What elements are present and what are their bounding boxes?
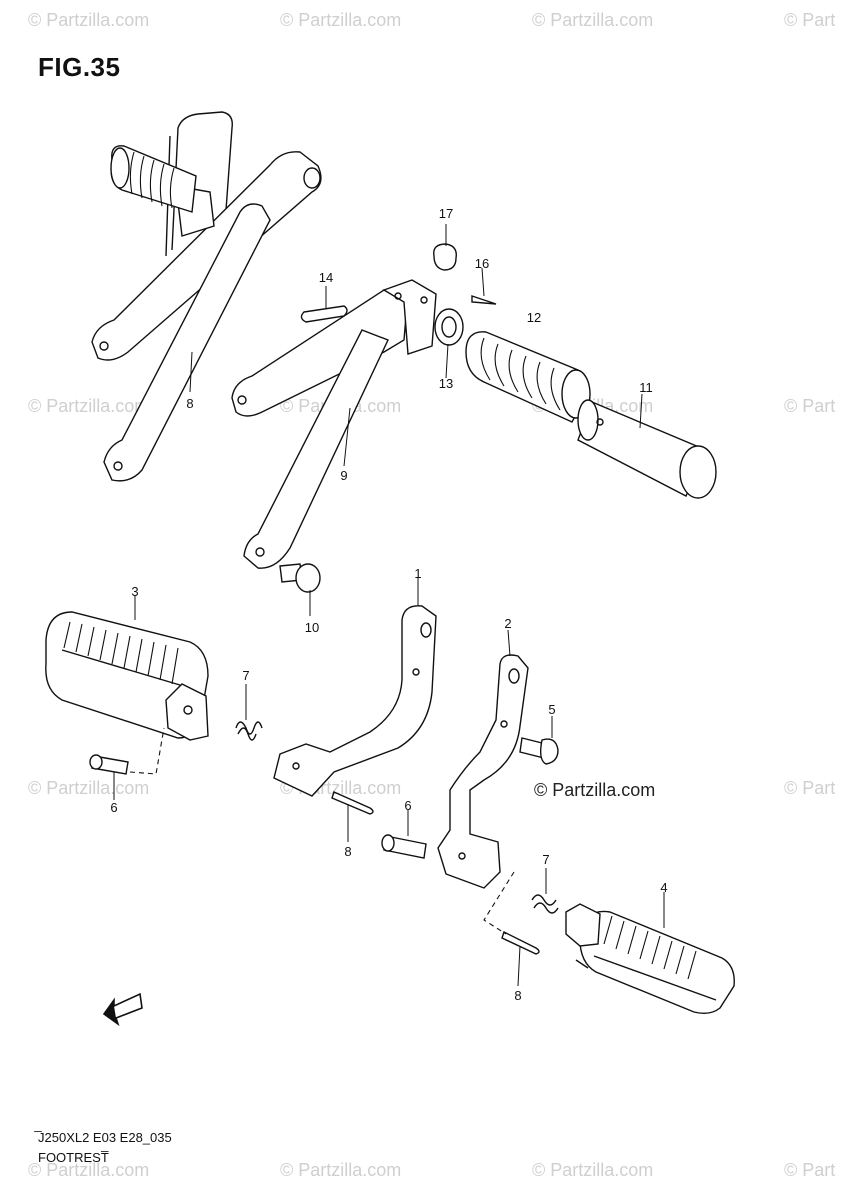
figure-caption-text: FOOTREST (38, 1150, 109, 1165)
callout-15: 14 (318, 270, 334, 285)
part-2-bracket (437, 654, 529, 889)
callout-8-left: 8 (344, 844, 352, 859)
part-6-pin-left (89, 754, 129, 775)
part-11-bolt (279, 563, 321, 593)
callout-6-right: 6 (404, 798, 412, 813)
callout-5: 5 (548, 702, 556, 717)
callout-8-right: 8 (514, 988, 522, 1003)
part-17-nut (433, 243, 457, 271)
part-9-bracket (91, 111, 322, 482)
watermark: © Partzilla.com (28, 778, 150, 798)
watermark-partial: © Part (784, 1160, 836, 1180)
figure-caption: FOOTREST̅ (38, 1150, 109, 1165)
part-1-bracket (273, 605, 437, 797)
part-5-bolt (519, 737, 559, 765)
callout-12: 11 (639, 380, 653, 395)
figure-code-text: J250XL2 E03 E28_035 (38, 1130, 172, 1145)
part-10-bracket (231, 279, 437, 569)
part-7-spring-left (235, 721, 263, 741)
part-6-pin-right (381, 834, 427, 859)
figure-code: ̅J250XL2 E03 E28_035 (38, 1130, 172, 1145)
watermark-dark: © Partzilla.com (534, 780, 656, 800)
part-8-cotter-left (331, 791, 374, 815)
part-15-pin (300, 305, 348, 323)
callout-11: 10 (304, 620, 320, 635)
watermark-partial: © Part (784, 396, 836, 416)
watermark: © Partzilla.com (28, 10, 150, 30)
watermark: © Partzilla.com (28, 396, 150, 416)
callout-9: 8 (186, 396, 194, 411)
part-3-footrest (45, 611, 209, 741)
callout-3: 3 (131, 584, 139, 599)
callout-2: 2 (504, 616, 512, 631)
callout-1: 1 (414, 566, 422, 581)
callout-13: 12 (526, 310, 542, 325)
callout-6-left: 6 (110, 800, 118, 815)
callout-17: 17 (438, 206, 454, 221)
figure-title: FIG.35 (38, 52, 121, 82)
part-7-spring-right (531, 894, 559, 914)
part-13-grip (465, 331, 591, 423)
callout-14: 13 (438, 376, 454, 391)
part-8-cotter-right (501, 931, 540, 955)
part-12-shaft (577, 399, 717, 499)
part-14-washer (434, 308, 464, 346)
fwd-arrow-icon (102, 992, 143, 1027)
watermark: © Partzilla.com (280, 1160, 402, 1180)
watermark: © Partzilla.com (532, 10, 654, 30)
callout-7-right: 7 (542, 852, 550, 867)
watermark: © Partzilla.com (532, 1160, 654, 1180)
callout-10: 9 (340, 468, 348, 483)
watermark: © Partzilla.com (280, 10, 402, 30)
watermark-partial: © Part (784, 778, 836, 798)
callout-7-left: 7 (242, 668, 250, 683)
part-4-footrest (565, 903, 735, 1015)
callout-16: 16 (474, 256, 490, 271)
callout-4: 4 (660, 880, 668, 895)
watermark: © Partzilla.com (28, 1160, 150, 1180)
part-16-clip (471, 295, 497, 305)
watermark-partial: © Part (784, 10, 836, 30)
